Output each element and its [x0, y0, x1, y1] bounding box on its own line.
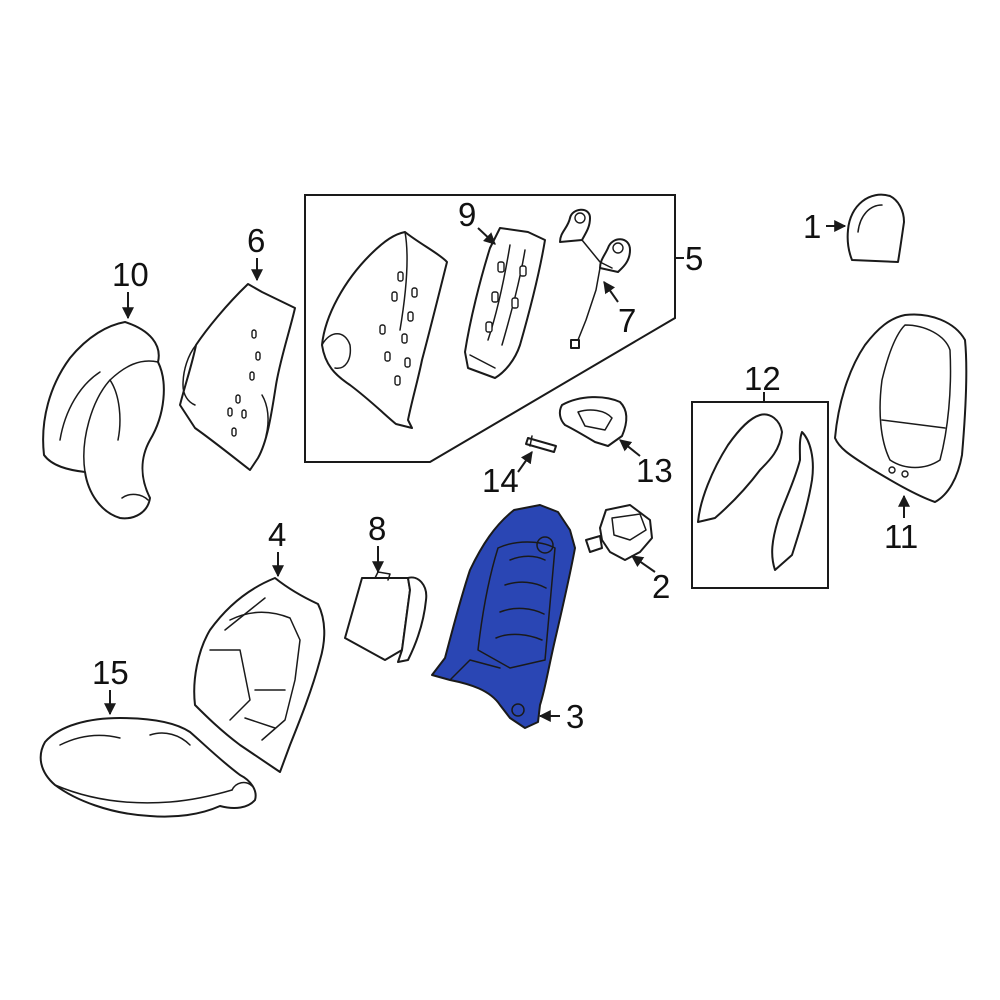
leader-2: [631, 555, 656, 573]
part-11-back-panel[interactable]: [834, 313, 968, 503]
callout-15: 15: [92, 654, 129, 691]
callout-9: 9: [458, 196, 476, 233]
part-4-side-shield[interactable]: [193, 577, 326, 773]
leader-9: [477, 227, 496, 245]
part-1-headrest[interactable]: [846, 193, 905, 263]
callout-11: 11: [884, 518, 918, 555]
leader-14: [517, 451, 533, 473]
callout-2: 2: [652, 568, 670, 605]
callout-7: 7: [618, 302, 636, 339]
callout-13: 13: [636, 452, 673, 489]
part-5-backrest-foam[interactable]: [321, 231, 448, 429]
part-6-backrest-pad[interactable]: [179, 283, 296, 471]
part-7-guide-harness[interactable]: [559, 208, 631, 349]
leader-13: [619, 439, 641, 457]
part-8-airbag-module[interactable]: [344, 571, 428, 663]
callout-10: 10: [112, 256, 149, 293]
callout-1: 1: [803, 208, 821, 245]
callout-6: 6: [247, 222, 265, 259]
callout-14: 14: [482, 462, 519, 499]
part-2-bracket[interactable]: [585, 504, 653, 561]
callout-3: 3: [566, 698, 584, 735]
callout-5: 5: [685, 240, 703, 277]
group-box-12: [691, 401, 829, 589]
part-15-seat-cushion[interactable]: [39, 717, 257, 818]
callout-8: 8: [368, 510, 386, 547]
part-10-backrest-cover[interactable]: [42, 321, 165, 520]
part-9-lumbar-support[interactable]: [464, 227, 546, 379]
callout-12: 12: [744, 360, 781, 397]
part-12-side-trims[interactable]: [697, 413, 814, 571]
leader-7: [603, 281, 619, 303]
part-13-trim-cover[interactable]: [558, 396, 628, 447]
part-3-backrest-frame[interactable]: [431, 504, 576, 729]
callout-4: 4: [268, 516, 286, 553]
part-14-clip[interactable]: [525, 435, 557, 453]
group-box-5: [304, 194, 676, 463]
